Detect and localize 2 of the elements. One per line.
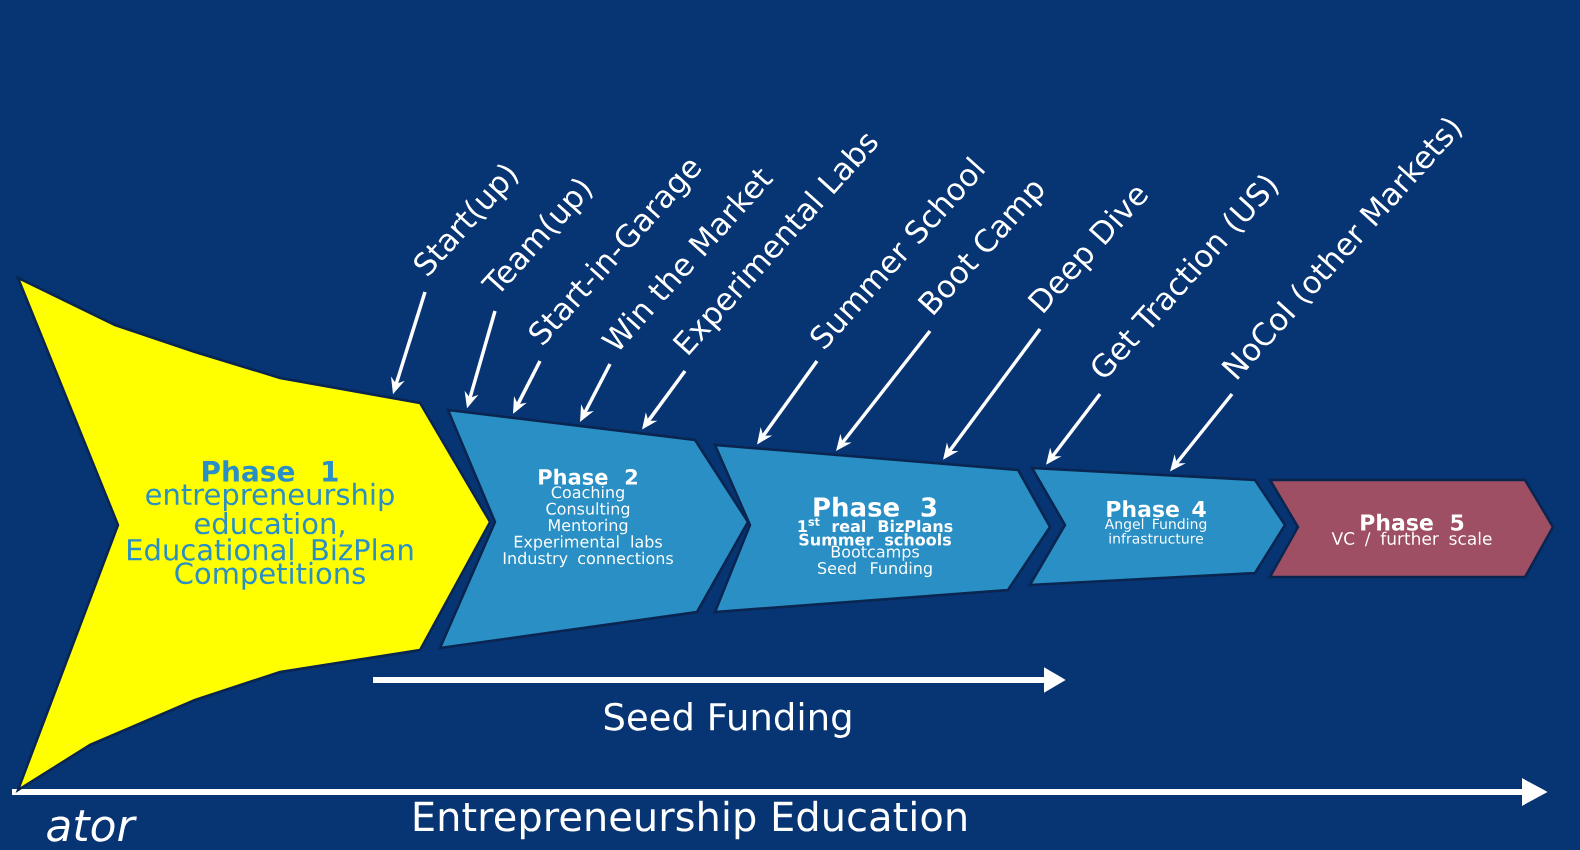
axis-label: Seed Funding (604, 702, 851, 738)
axis-label: Entrepreneurship Education (414, 800, 966, 840)
